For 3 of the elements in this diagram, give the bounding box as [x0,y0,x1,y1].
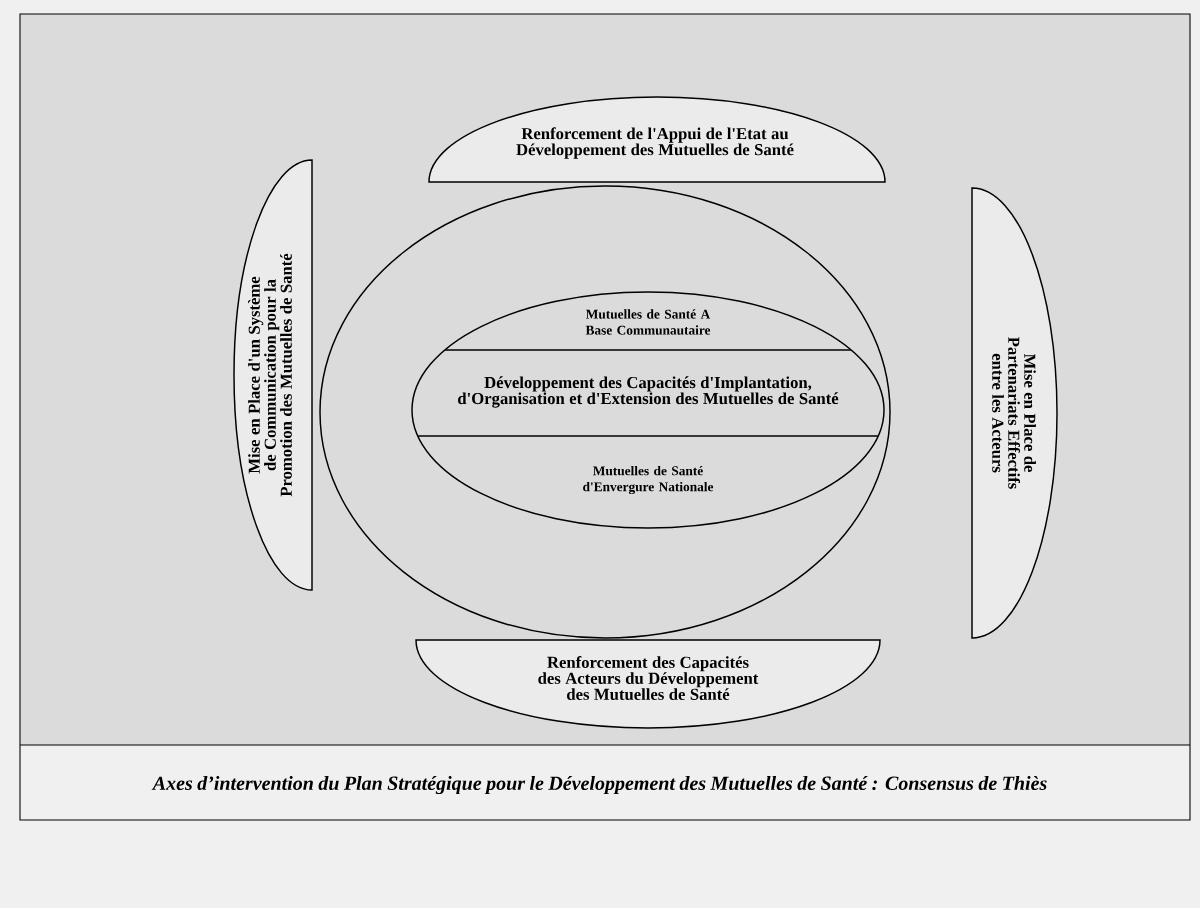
band: Développement des Capacités d'Implantation, d'Organisation et d'Extension des Mutuelles de Santé [412,349,884,437]
ellipse [319,185,891,639]
caption: Axes d’intervention du Plan Stratégique pour le Développement des Mutuelles de Santé : Consensus de Thiès [151,775,1047,795]
